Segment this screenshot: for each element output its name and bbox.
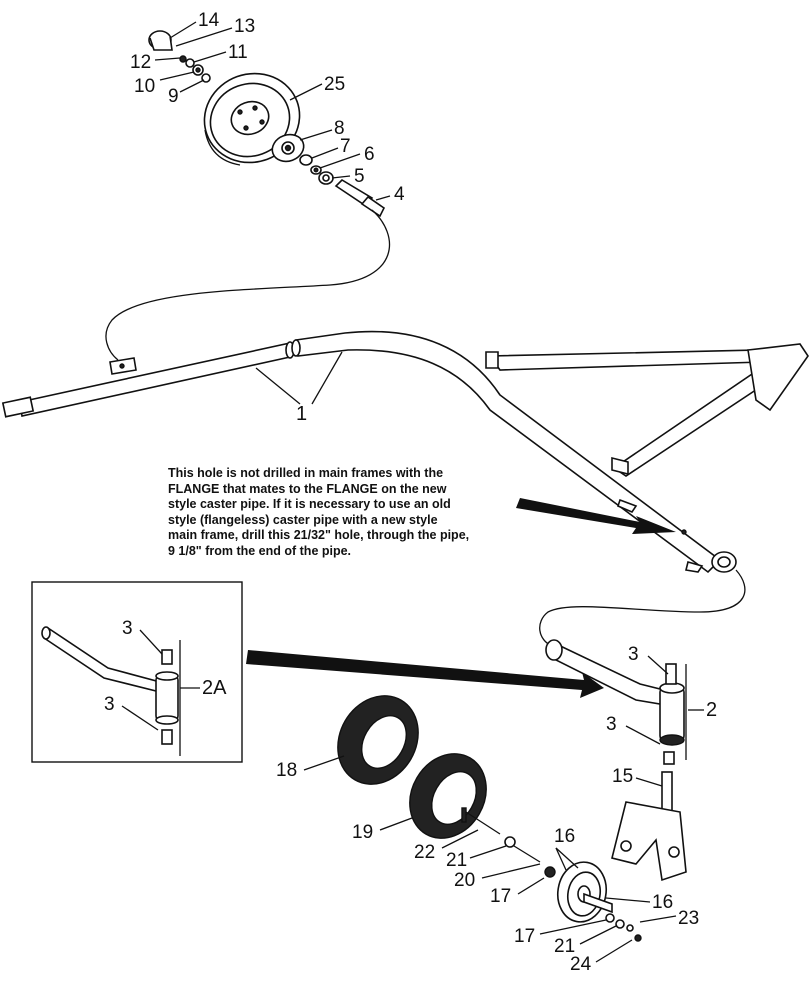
wheel-rim-part [203,72,301,166]
inset-frame [31,581,243,763]
callout-1: 1 [296,403,307,425]
callout-2A: 2A [202,677,227,699]
note-line: FLANGE that mates to the FLANGE on the n… [168,481,447,496]
callout-12: 12 [130,52,151,73]
caster-fork-part [611,771,687,882]
washer-part-12 [179,55,187,63]
seal-part-6 [310,165,322,175]
callout-3-inset-bottom: 3 [104,694,115,715]
callout-9: 9 [168,86,179,107]
leader-lines [121,21,704,963]
callout-21-top: 21 [446,850,467,871]
hub-cap-part [148,30,173,51]
tube-part [409,753,487,839]
note-arrow [516,498,676,534]
bearing-part-17b [605,913,615,923]
callout-13: 13 [234,16,255,37]
callout-3-pipe-top: 3 [628,644,639,665]
washer-part-11 [185,58,195,68]
callout-11: 11 [228,42,248,63]
nut-part-10 [192,64,204,76]
callout-21-bottom: 21 [554,936,575,957]
callout-23: 23 [678,908,699,929]
callout-24: 24 [570,954,592,975]
inset-arrow [246,650,604,698]
note-line: style caster pipe. If it is necessary to… [168,497,451,511]
note-line: style (flangeless) caster pipe with a ne… [168,512,438,527]
callout-15: 15 [612,766,633,787]
callout-10: 10 [134,76,155,97]
callout-16-bottom: 16 [652,892,673,913]
callout-20: 20 [454,870,475,891]
hub-part [271,133,305,163]
callout-7: 7 [340,136,351,157]
drilling-note: This hole is not drilled in main frames … [168,466,568,559]
old-caster-pipe-part [41,626,181,756]
note-line: main frame, drill this 21/32" hole, thro… [168,528,470,542]
caster-wheel-part [556,861,613,923]
callout-14: 14 [198,10,220,31]
callout-18: 18 [276,760,297,781]
callout-2: 2 [706,699,717,721]
callout-16-top: 16 [554,826,575,847]
note-line: 9 1/8" from the end of the pipe. [168,543,352,558]
callout-17-top: 17 [490,886,511,907]
bolt-part [504,836,541,863]
callout-4: 4 [394,184,405,205]
valve-stem-part [465,811,501,835]
callout-19: 19 [352,822,373,843]
tire-part [337,695,419,785]
callout-8: 8 [334,118,345,139]
assembly-line-lower [539,569,746,647]
callout-22: 22 [414,842,435,863]
main-frame-part [1,330,809,574]
nut-part-23 [626,924,634,932]
bearing-part-17 [544,866,556,878]
bearing-part-7 [299,154,313,166]
assembly-line-upper [105,209,391,361]
callout-5: 5 [354,166,365,187]
washer-part-24 [634,934,642,942]
caster-pipe-part [545,639,687,765]
note-line: This hole is not drilled in main frames … [168,466,444,480]
washer-part-21b [615,919,625,929]
washer-part-5 [318,171,334,185]
callout-6: 6 [364,144,375,165]
callout-3-inset-top: 3 [122,618,133,639]
callout-3-pipe-bottom: 3 [606,714,617,735]
callout-17-bottom: 17 [514,926,535,947]
callout-25: 25 [324,74,345,95]
